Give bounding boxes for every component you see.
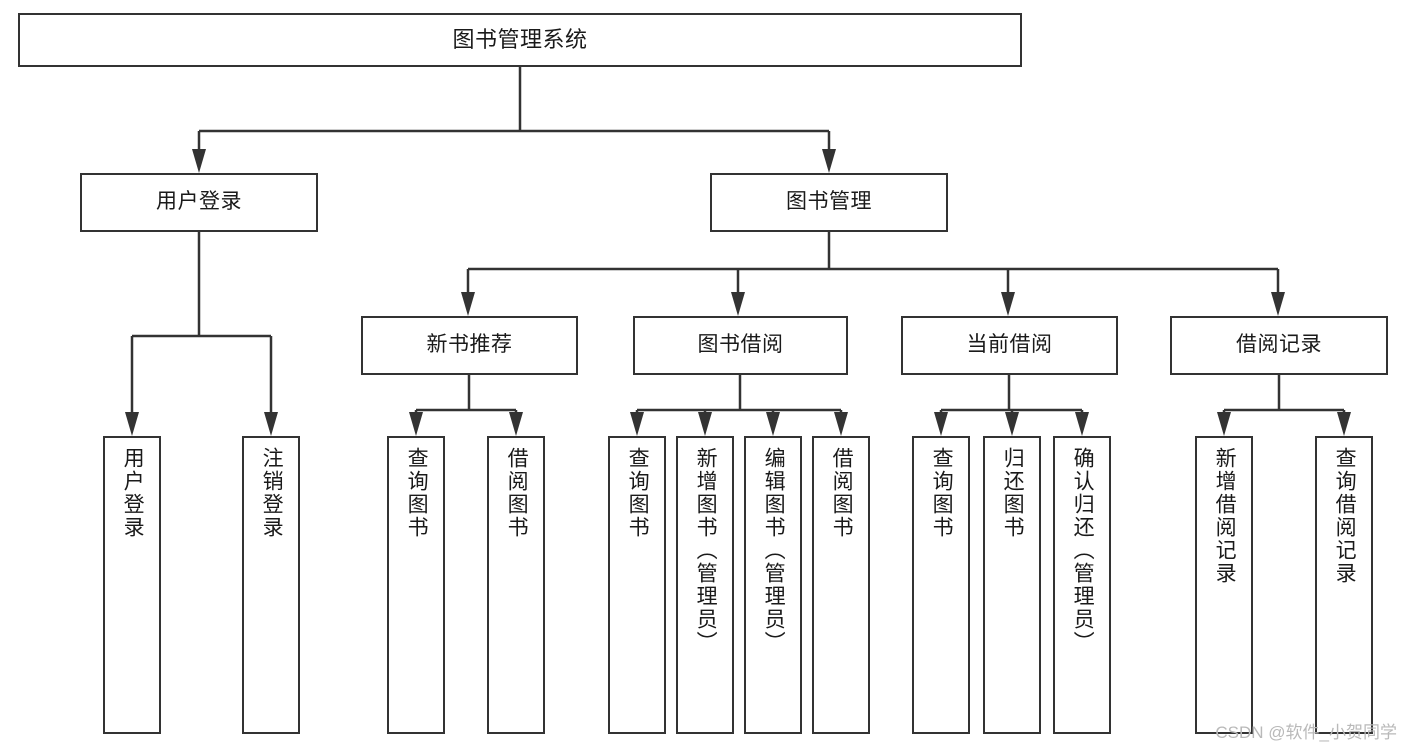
leaf-rec-borrow-book[interactable]: 借阅图书 <box>487 436 545 734</box>
leaf-borrow-edit-book-admin[interactable]: 编辑图书（管理员） <box>744 436 802 734</box>
leaf-current-confirm-return-admin[interactable]: 确认归还（管理员） <box>1053 436 1111 734</box>
node-label: 编辑图书（管理员） <box>762 447 786 654</box>
leaf-current-query-book[interactable]: 查询图书 <box>912 436 970 734</box>
node-label: 图书管理系统 <box>452 27 588 53</box>
node-new-book-recommendation[interactable]: 新书推荐 <box>361 316 578 375</box>
node-label: 新书推荐 <box>426 333 513 357</box>
leaf-user-login[interactable]: 用户登录 <box>103 436 161 734</box>
node-label: 当前借阅 <box>966 333 1053 357</box>
node-label: 归还图书 <box>1001 447 1025 539</box>
node-label: 用户登录 <box>156 190 242 214</box>
node-label: 查询图书 <box>626 447 650 539</box>
node-label: 查询图书 <box>405 447 429 539</box>
node-label: 新增借阅记录 <box>1213 447 1237 585</box>
node-label: 图书借阅 <box>697 333 784 357</box>
leaf-record-query-borrow-record[interactable]: 查询借阅记录 <box>1315 436 1373 734</box>
csdn-watermark: CSDN @软件_小贺同学 <box>1215 723 1397 742</box>
leaf-record-add-borrow-record[interactable]: 新增借阅记录 <box>1195 436 1253 734</box>
leaf-borrow-add-book-admin[interactable]: 新增图书（管理员） <box>676 436 734 734</box>
node-label: 借阅图书 <box>830 447 854 539</box>
node-user-login[interactable]: 用户登录 <box>80 173 318 232</box>
node-label: 借阅图书 <box>505 447 529 539</box>
node-label: 注销登录 <box>260 447 284 539</box>
node-label: 查询借阅记录 <box>1333 447 1357 585</box>
leaf-borrow-query-book[interactable]: 查询图书 <box>608 436 666 734</box>
node-book-management[interactable]: 图书管理 <box>710 173 948 232</box>
node-borrowing-records[interactable]: 借阅记录 <box>1170 316 1388 375</box>
node-label: 图书管理 <box>786 190 872 214</box>
leaf-borrow-borrow-book[interactable]: 借阅图书 <box>812 436 870 734</box>
node-label: 确认归还（管理员） <box>1071 447 1095 654</box>
node-label: 借阅记录 <box>1236 333 1322 357</box>
leaf-user-logout[interactable]: 注销登录 <box>242 436 300 734</box>
leaf-rec-query-book[interactable]: 查询图书 <box>387 436 445 734</box>
node-label: 查询图书 <box>930 447 954 539</box>
node-book-borrowing[interactable]: 图书借阅 <box>633 316 848 375</box>
node-label: 新增图书（管理员） <box>694 447 718 654</box>
node-root-library-system[interactable]: 图书管理系统 <box>18 13 1022 67</box>
node-current-borrowing[interactable]: 当前借阅 <box>901 316 1118 375</box>
node-label: 用户登录 <box>121 447 145 539</box>
leaf-current-return-book[interactable]: 归还图书 <box>983 436 1041 734</box>
